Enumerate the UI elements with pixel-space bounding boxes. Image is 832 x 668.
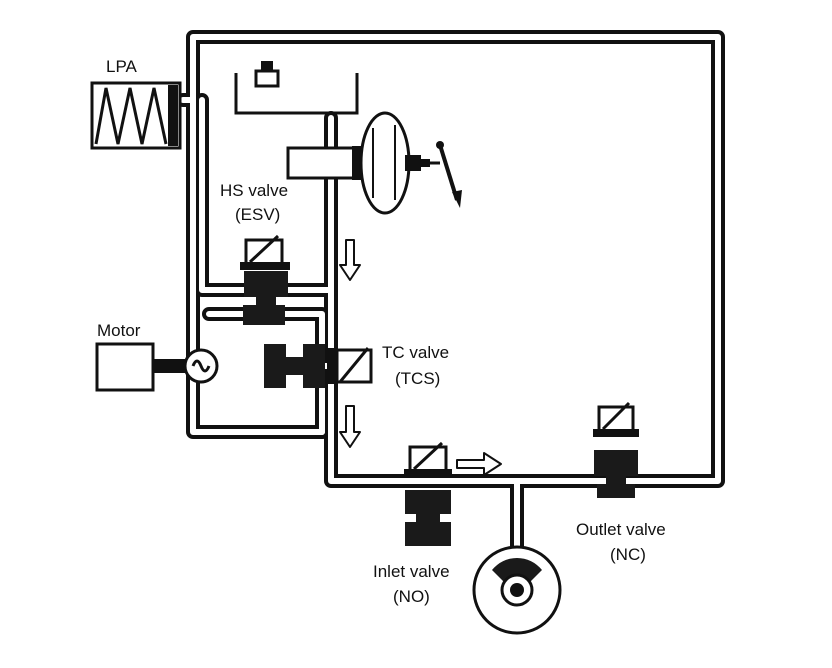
inlet-valve-sublabel: (NO) [393, 587, 430, 606]
inlet-valve [404, 441, 452, 546]
tc-valve-sublabel: (TCS) [395, 369, 440, 388]
hs-valve-sublabel: (ESV) [235, 205, 280, 224]
outlet-valve [593, 401, 639, 498]
wheel-brake [472, 545, 562, 635]
flow-arrow-right-icon [456, 452, 502, 476]
lpa-piston [168, 85, 178, 146]
flow-arrow-down-icon [339, 405, 361, 448]
reservoir [234, 73, 359, 115]
master-cylinder-assembly [234, 61, 462, 215]
lpa-accumulator [90, 81, 182, 150]
outlet-valve-sublabel: (NC) [610, 545, 646, 564]
motor [95, 342, 155, 392]
brake-pedal-icon [428, 141, 462, 208]
labels: LPA HS valve (ESV) Motor TC valve (TCS) … [97, 57, 666, 606]
flow-arrows [339, 239, 502, 476]
tc-valve [264, 344, 373, 388]
motor-label: Motor [97, 321, 141, 340]
pipe-main-supply [324, 171, 524, 488]
lpa-label: LPA [106, 57, 138, 76]
brake-caliper [492, 557, 542, 582]
pump [183, 348, 219, 384]
hs-valve-label: HS valve [220, 181, 288, 200]
reservoir-cap [254, 69, 280, 88]
inlet-valve-label: Inlet valve [373, 562, 450, 581]
pipe-network [145, 30, 725, 567]
tc-valve-label: TC valve [382, 343, 449, 362]
outlet-valve-label: Outlet valve [576, 520, 666, 539]
flow-arrow-down-icon [339, 239, 361, 281]
hs-valve [240, 234, 290, 325]
pump-symbol-icon [191, 359, 211, 373]
brake-booster [359, 111, 411, 215]
lpa-spring-icon [94, 87, 168, 145]
